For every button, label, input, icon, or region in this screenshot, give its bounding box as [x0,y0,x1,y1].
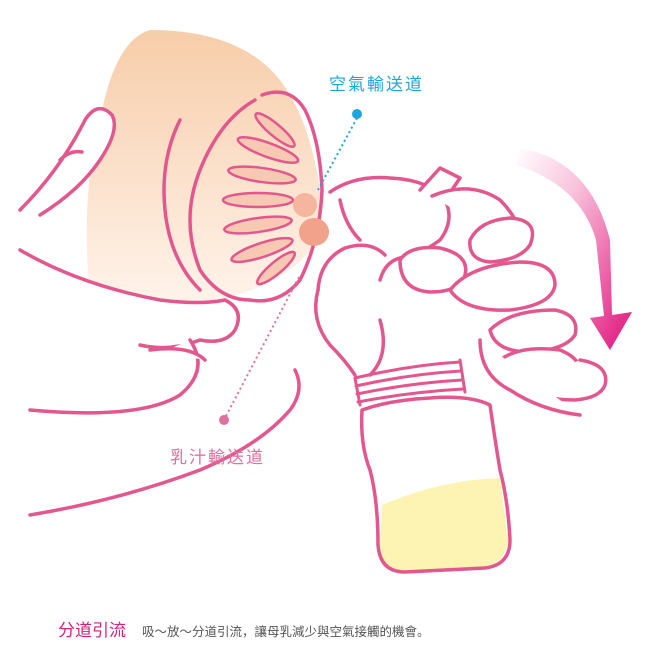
caption-text: 吸～放～分道引流，讓母乳減少與空氣接觸的機會。 [142,624,430,639]
nipple [299,218,329,246]
breast-shield [162,90,324,303]
milk-channel-label: 乳汁輸送道 [170,448,265,468]
right-hand [398,216,608,417]
caption: 分道引流 吸～放～分道引流，讓母乳減少與空氣接觸的機會。 [58,616,430,641]
breast-shape [86,30,322,302]
caption-title: 分道引流 [58,621,126,641]
bottle-collar [353,358,467,407]
bottle [359,395,512,574]
milk-level [380,478,508,572]
shield-petals [221,112,300,286]
squeeze-arrow [516,148,632,350]
air-channel-dot [352,109,362,119]
milk-channel-dot [219,415,229,425]
air-channel-leader [317,117,358,191]
air-channel-label: 空氣輸送道 [329,75,424,95]
milk-channel-leader [225,274,301,417]
